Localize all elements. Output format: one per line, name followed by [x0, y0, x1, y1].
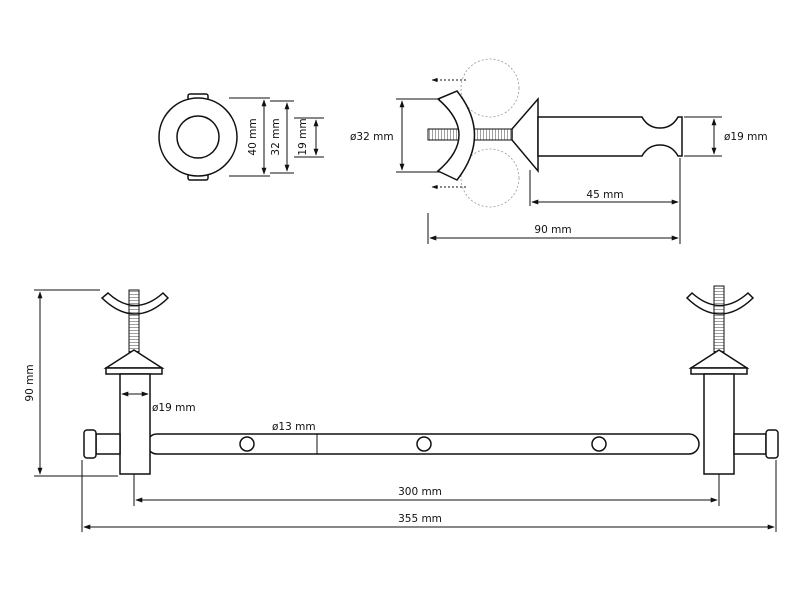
dim-label-32: 32 mm [270, 118, 282, 155]
dim-label-90: 90 mm [534, 224, 571, 236]
left-clamp [100, 291, 170, 315]
front-view [158, 93, 238, 181]
support-tube [537, 116, 683, 157]
right-flange [690, 367, 748, 375]
left-knob [83, 429, 97, 459]
right-thread [713, 285, 725, 353]
dim-label-tube: ø19 mm [724, 131, 768, 143]
main-view-dimensions: 90 mm ø19 mm ø13 mm 300 mm 355 mm [24, 289, 777, 532]
dim-label-19: 19 mm [297, 118, 309, 155]
right-knob [765, 429, 779, 459]
bar-hole-2 [416, 436, 432, 452]
left-end-cap [95, 433, 121, 455]
dim-label-45: 45 mm [586, 189, 623, 201]
dim-label-bar: ø13 mm [272, 421, 316, 433]
dim-label-300: 300 mm [398, 486, 442, 498]
left-support [83, 289, 170, 475]
swing-circle-bottom [460, 148, 520, 208]
side-view-dimensions: ø32 mm ø19 mm 45 mm 90 mm [350, 98, 768, 244]
dim-label-clamp: ø32 mm [350, 131, 394, 143]
bar-hole-3 [591, 436, 607, 452]
dim-label-height: 90 mm [24, 364, 36, 401]
mounting-cone [511, 96, 539, 174]
left-post [119, 373, 151, 475]
left-thread [128, 289, 140, 353]
curved-clamp [436, 90, 476, 181]
dim-label-355: 355 mm [398, 513, 442, 525]
left-flange [105, 367, 163, 375]
side-view [427, 58, 683, 208]
dim-label-post: ø19 mm [152, 402, 196, 414]
bar-hole-1 [239, 436, 255, 452]
front-view-dimensions: 40 mm 32 mm 19 mm [229, 97, 324, 177]
right-post [703, 373, 735, 475]
left-cone [103, 349, 165, 369]
main-view [83, 285, 779, 475]
dim-label-40: 40 mm [247, 118, 259, 155]
right-cone [688, 349, 750, 369]
front-view-inner-circle [176, 115, 220, 159]
right-support [685, 285, 779, 475]
right-clamp [685, 291, 755, 315]
right-end-cap [733, 433, 767, 455]
swing-circle-top [460, 58, 520, 118]
